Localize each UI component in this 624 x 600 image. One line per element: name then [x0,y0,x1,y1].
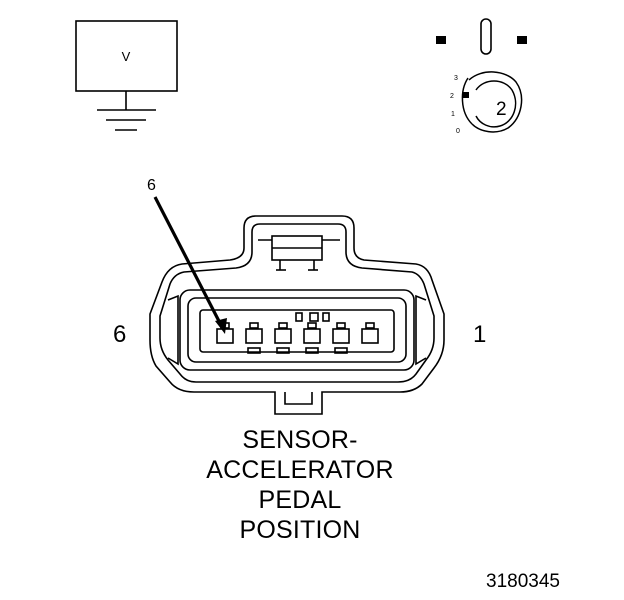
connector-outer-shell [149,215,445,415]
switch-contact-right [517,36,527,44]
caption-line: ACCELERATOR [206,456,394,484]
terminal-pin-3 [303,322,321,354]
connector-keyway [284,392,313,405]
callout-leader-line [153,196,224,328]
terminal-lock-key [295,312,303,322]
connector-terminals [216,312,379,354]
ground-icon [97,109,156,131]
switch-contact-left [436,36,446,44]
terminal-lock-key [322,312,330,322]
terminal-cavity-inner [187,297,407,363]
selector-position-0: 0 [456,128,460,135]
switch-blade [480,18,492,55]
left-pin-label: 6 [113,321,127,348]
terminal-lock-key [309,312,319,322]
right-pin-label: 1 [473,321,487,348]
selector-position-1: 1 [451,111,455,118]
terminal-cavity-outer [179,289,415,371]
selector-position-3: 3 [454,75,458,82]
terminal-pin-1 [361,322,379,344]
terminal-pin-2 [332,322,350,354]
caption-line: PEDAL [258,486,342,514]
selector-switch-icon: 3 2 1 0 2 [436,18,527,135]
caption-line: POSITION [239,516,361,544]
connector-icon [149,215,445,415]
selector-selected-value: 2 [496,99,507,120]
connector-latch [258,235,340,271]
connector-inner-shell [159,223,435,383]
callout-arrowhead [215,318,227,334]
voltmeter-symbol: V [122,49,131,64]
pin-callout-number: 6 [147,177,156,194]
terminal-pin-4 [274,322,292,354]
terminal-pin-5 [245,322,263,354]
figure-number: 3180345 [486,571,560,592]
terminal-cavity-face [199,309,395,353]
voltmeter-icon: V [75,20,178,131]
connector-caption: SENSOR- ACCELERATOR PEDAL POSITION [180,425,420,545]
selector-position-2: 2 [450,93,454,100]
selector-position-marker [463,92,469,98]
caption-line: SENSOR- [242,426,358,454]
rotary-knob-icon [461,71,523,133]
pin-callout: 6 [147,177,227,334]
